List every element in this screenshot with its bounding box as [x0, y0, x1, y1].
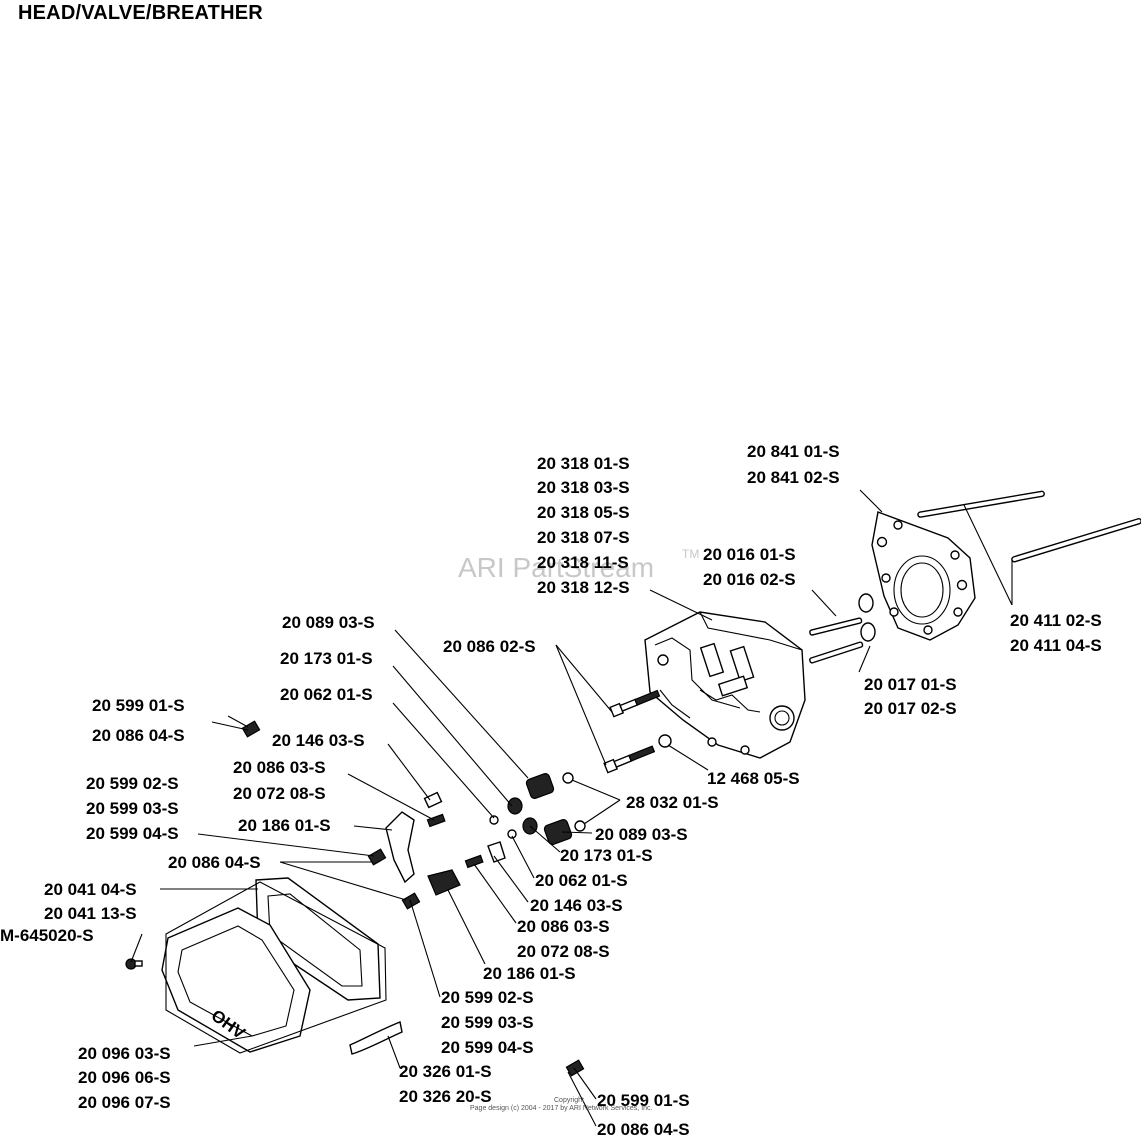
part-label: 20 062 01-S — [535, 871, 628, 890]
part-label: 20 599 01-S — [597, 1091, 690, 1110]
part-label: 20 318 03-S — [537, 478, 630, 497]
part-label: 20 146 03-S — [272, 731, 365, 750]
leader-lines — [130, 489, 1013, 1127]
breather-hose — [349, 1021, 403, 1055]
part-label: 20 089 03-S — [595, 825, 688, 844]
part-label: 20 841 02-S — [747, 468, 840, 487]
part-label: 20 318 11-S — [537, 553, 629, 572]
part-label: 20 041 13-S — [44, 904, 137, 923]
part-label: 20 086 04-S — [92, 726, 185, 745]
part-label: 20 086 04-S — [597, 1120, 690, 1139]
part-label: 20 411 02-S — [1010, 611, 1102, 630]
part-label: 20 599 02-S — [86, 774, 179, 793]
watermark: ARI PartStream — [458, 552, 654, 583]
head-gasket — [871, 511, 976, 641]
part-label: 20 318 05-S — [537, 503, 630, 522]
part-label: 20 072 08-S — [233, 784, 326, 803]
part-label: 12 468 05-S — [707, 769, 800, 788]
part-labels: 20 318 01-S 20 318 03-S 20 318 05-S 20 3… — [0, 442, 1102, 1139]
part-label: 20 086 03-S — [233, 758, 326, 777]
adjusting-nut — [241, 720, 261, 738]
part-label: 20 173 01-S — [280, 649, 373, 668]
valve-springs — [507, 772, 586, 845]
valve-keeper — [507, 829, 517, 839]
part-label: 20 016 01-S — [703, 545, 796, 564]
valves — [809, 593, 876, 664]
watermark-trademark: TM — [682, 547, 699, 561]
part-label: 20 318 01-S — [537, 454, 630, 473]
part-label: 20 096 07-S — [78, 1093, 171, 1112]
part-label: 20 017 01-S — [864, 675, 957, 694]
cover-screw — [125, 958, 143, 970]
adjusting-nut — [367, 848, 387, 866]
push-rods — [917, 490, 1141, 563]
part-label: 20 041 04-S — [44, 880, 137, 899]
rocker-arm-upper — [385, 791, 446, 884]
washer — [658, 734, 672, 748]
part-label: 20 089 03-S — [282, 613, 375, 632]
cylinder-head — [644, 611, 806, 759]
part-label: 20 173 01-S — [560, 846, 653, 865]
part-label: 20 318 12-S — [537, 578, 630, 597]
valve-keeper — [489, 815, 499, 825]
copyright-line-1: Copyright — [554, 1097, 584, 1104]
part-label: 20 599 03-S — [86, 799, 179, 818]
part-label: M-645020-S — [0, 926, 94, 945]
diagram-title: HEAD/VALVE/BREATHER — [18, 2, 263, 24]
part-label: 20 599 04-S — [86, 824, 179, 843]
part-label: 20 186 01-S — [238, 816, 331, 835]
valve-cover: OHV — [161, 907, 311, 1053]
part-label: 20 411 04-S — [1010, 636, 1102, 655]
cover-outline — [165, 881, 387, 1054]
part-label: 20 146 03-S — [530, 896, 623, 915]
part-label: 20 318 07-S — [537, 528, 630, 547]
part-label: 20 841 01-S — [747, 442, 840, 461]
adjusting-nut — [401, 892, 421, 910]
part-label: 20 086 02-S — [443, 637, 536, 656]
part-label: 20 017 02-S — [864, 699, 957, 718]
part-label: 20 186 01-S — [483, 964, 576, 983]
copyright-line-2: Page design (c) 2004 - 2017 by ARI Netwo… — [470, 1105, 653, 1112]
part-label: 20 096 03-S — [78, 1044, 171, 1063]
part-label: 20 326 01-S — [399, 1062, 492, 1081]
head-bolts — [603, 689, 661, 774]
part-label: 20 086 04-S — [168, 853, 261, 872]
rocker-arm-lower — [427, 841, 506, 896]
part-label: 20 086 03-S — [517, 917, 610, 936]
part-label: 20 599 03-S — [441, 1013, 534, 1032]
part-label: 20 599 01-S — [92, 696, 185, 715]
part-label: 20 062 01-S — [280, 685, 373, 704]
part-label: 20 096 06-S — [78, 1068, 171, 1087]
part-label: 20 016 02-S — [703, 570, 796, 589]
part-label: 20 599 04-S — [441, 1038, 534, 1057]
part-label: 20 599 02-S — [441, 988, 534, 1007]
part-label: 20 326 20-S — [399, 1087, 492, 1106]
part-label: 28 032 01-S — [626, 793, 719, 812]
part-label: 20 072 08-S — [517, 942, 610, 961]
